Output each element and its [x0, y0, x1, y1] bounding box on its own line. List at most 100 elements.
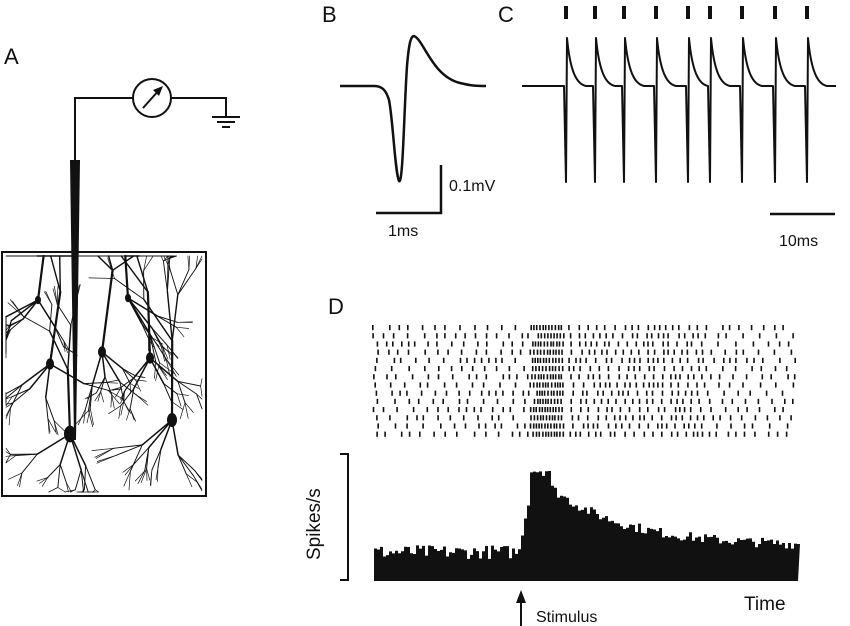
- raster-tick: [784, 398, 786, 404]
- dendrite: [140, 468, 147, 484]
- raster-tick: [514, 382, 517, 388]
- raster-tick: [399, 390, 401, 396]
- raster-tick: [592, 374, 595, 380]
- psth-histogram: [374, 470, 800, 581]
- raster-tick: [558, 341, 561, 347]
- raster-tick: [554, 374, 557, 380]
- raster-tick: [621, 357, 623, 363]
- dendrite: [149, 333, 160, 364]
- raster-tick: [663, 407, 666, 413]
- raster-tick: [524, 398, 526, 404]
- dendrite: [53, 420, 67, 433]
- raster-tick: [607, 374, 610, 380]
- raster-tick: [563, 333, 565, 339]
- raster-tick: [735, 349, 738, 355]
- raster-tick: [426, 382, 429, 388]
- dendrite: [113, 444, 143, 449]
- raster-tick: [687, 374, 689, 380]
- raster-tick: [758, 407, 761, 413]
- raster-tick: [546, 407, 549, 413]
- stimulus-tick: [773, 6, 777, 19]
- raster-tick: [686, 357, 689, 363]
- ground-icon: [212, 116, 240, 128]
- raster-tick: [569, 333, 572, 339]
- raster-tick: [619, 415, 621, 421]
- raster-tick: [451, 341, 453, 347]
- raster-tick: [533, 398, 536, 404]
- dendrite: [54, 325, 65, 342]
- raster-tick: [575, 431, 577, 437]
- raster-tick: [535, 407, 537, 413]
- raster-tick: [744, 398, 747, 404]
- raster-tick: [468, 390, 471, 396]
- dendrite: [171, 401, 184, 411]
- raster-tick: [547, 390, 549, 396]
- raster-tick: [628, 357, 631, 363]
- raster-tick: [542, 431, 544, 437]
- raster-tick: [638, 366, 641, 372]
- dendrite: [161, 345, 173, 357]
- raster-tick: [462, 415, 465, 421]
- raster-tick: [527, 390, 530, 396]
- raster-tick: [584, 341, 587, 347]
- raster-tick: [558, 366, 560, 372]
- raster-tick: [580, 407, 582, 413]
- raster-tick: [562, 382, 564, 388]
- raster-tick: [638, 407, 641, 413]
- dendrite: [66, 368, 72, 436]
- dendrite: [177, 454, 195, 477]
- dendrite: [184, 402, 194, 413]
- dendrite: [67, 324, 72, 371]
- raster-tick: [592, 423, 595, 429]
- dendrite: [10, 299, 39, 322]
- raster-tick: [437, 374, 440, 380]
- raster-tick: [679, 357, 681, 363]
- raster-tick: [374, 366, 377, 372]
- raster-tick: [771, 398, 773, 404]
- raster-tick: [687, 382, 689, 388]
- raster-tick: [746, 357, 748, 363]
- dendrite: [39, 477, 49, 484]
- raster-tick: [440, 423, 442, 429]
- dendrite: [88, 384, 93, 411]
- dendrite: [105, 382, 119, 384]
- electrode-icon: [70, 160, 80, 440]
- raster-tick: [698, 398, 700, 404]
- raster-tick: [770, 374, 772, 380]
- dendrite: [132, 447, 150, 466]
- raster-tick: [636, 390, 639, 396]
- raster-tick: [500, 423, 503, 429]
- raster-tick: [569, 431, 572, 437]
- raster-tick: [432, 398, 435, 404]
- dendrite: [127, 297, 153, 329]
- raster-tick: [631, 325, 633, 331]
- raster-tick: [767, 431, 770, 437]
- raster-tick: [556, 382, 559, 388]
- dendrite: [5, 396, 13, 407]
- raster-tick: [703, 415, 705, 421]
- dendrite: [77, 408, 86, 426]
- raster-tick: [631, 333, 634, 339]
- dendrite: [45, 397, 55, 422]
- raster-tick: [427, 374, 430, 380]
- raster-tick: [542, 398, 544, 404]
- raster-tick: [719, 415, 721, 421]
- raster-tick: [661, 382, 664, 388]
- raster-tick: [376, 415, 378, 421]
- raster-tick: [547, 423, 549, 429]
- raster-tick: [514, 357, 516, 363]
- raster-tick: [587, 431, 590, 437]
- dendrite: [129, 387, 135, 410]
- raster-tick: [758, 333, 761, 339]
- raster-tick: [662, 333, 665, 339]
- raster-tick: [529, 349, 532, 355]
- raster-tick: [716, 423, 718, 429]
- raster-tick: [652, 357, 655, 363]
- raster-tick: [702, 357, 704, 363]
- dendrite: [177, 380, 202, 387]
- raster-tick: [607, 423, 610, 429]
- raster-tick: [617, 390, 620, 396]
- raster-tick: [514, 325, 517, 331]
- raster-tick: [679, 374, 681, 380]
- raster-tick: [550, 341, 552, 347]
